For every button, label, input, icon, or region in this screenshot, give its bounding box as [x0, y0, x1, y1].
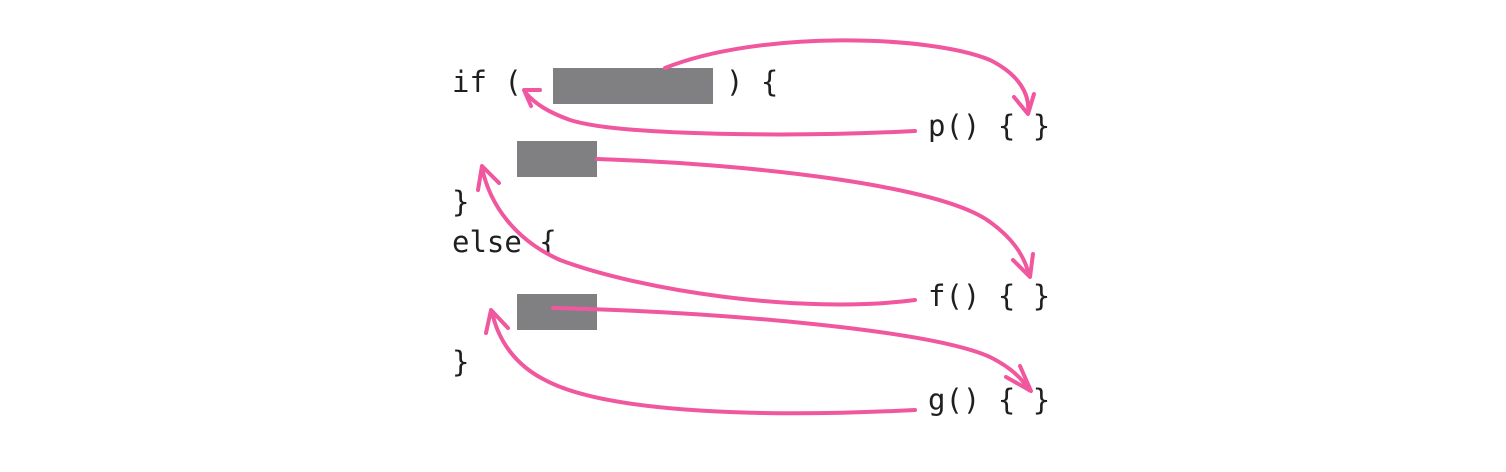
else-open-text: else {: [452, 225, 557, 259]
if-open-text: if (: [452, 65, 522, 99]
arrow-then-to-f: [595, 157, 1035, 279]
function-p-label: p() { }: [928, 109, 1050, 143]
arrow-condition-to-p: [663, 38, 1036, 116]
condition-placeholder: [553, 68, 713, 104]
arrow-else-to-g: [551, 306, 1033, 393]
then-block-placeholder: [517, 141, 597, 177]
arrow-g-return: [484, 308, 917, 416]
else-block-placeholder: [517, 294, 597, 330]
arrow-p-return: [522, 88, 917, 137]
else-closing-brace: }: [452, 345, 469, 379]
function-f-label: f() { }: [928, 279, 1050, 313]
if-closing-brace: }: [452, 185, 469, 219]
arrow-f-return: [476, 164, 917, 307]
if-close-text: ) {: [726, 65, 778, 99]
